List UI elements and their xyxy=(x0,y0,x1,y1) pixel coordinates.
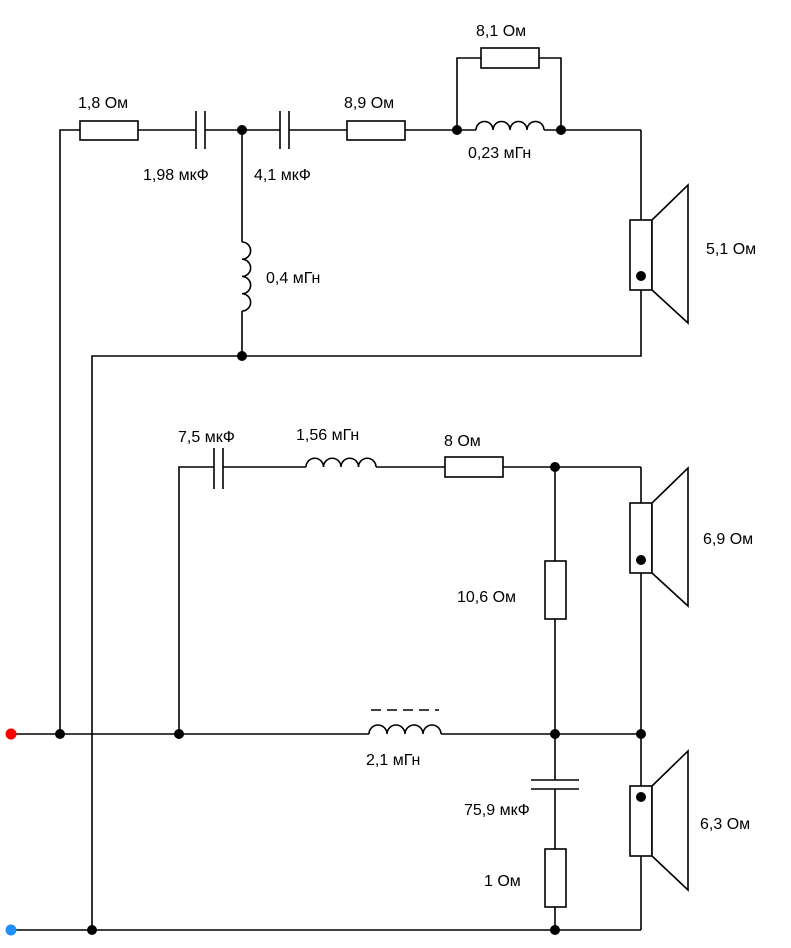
speaker-woofer-icon xyxy=(629,749,689,892)
terminal-positive xyxy=(5,728,17,740)
resistor-8-9-ohm xyxy=(346,120,406,141)
speaker-tweeter-label: 5,1 Ом xyxy=(706,241,756,258)
resistor-1-ohm-label: 1 Ом xyxy=(484,873,521,890)
junction-dot xyxy=(55,729,65,739)
capacitor-1-98-uf-label: 1,98 мкФ xyxy=(143,167,209,184)
terminal-negative xyxy=(5,924,17,936)
inductor-2-1-mh-label: 2,1 мГн xyxy=(366,752,420,769)
resistor-8-ohm-label: 8 Ом xyxy=(444,433,481,450)
inductor-1-56-mh xyxy=(305,457,377,468)
junction-dot xyxy=(237,125,247,135)
inductor-0-23-mh-label: 0,23 мГн xyxy=(468,145,531,162)
junction-dot xyxy=(550,462,560,472)
capacitor-4-1-uf xyxy=(279,111,290,149)
capacitor-1-98-uf xyxy=(195,111,206,149)
wire-tw-parallel xyxy=(456,57,481,130)
junction-dot xyxy=(452,125,462,135)
speaker-midrange-icon xyxy=(629,466,689,608)
speaker-midrange-label: 6,9 Ом xyxy=(703,531,753,548)
junction-dot xyxy=(237,351,247,361)
wire-tw-input xyxy=(59,129,80,734)
capacitor-75-9-uf xyxy=(531,779,579,790)
junction-dot xyxy=(87,925,97,935)
resistor-8-1-ohm-label: 8,1 Ом xyxy=(476,23,526,40)
inductor-0-4-mh xyxy=(241,241,252,312)
resistor-8-ohm xyxy=(444,456,504,478)
junction-dot xyxy=(556,125,566,135)
wire-tw-parallel-2 xyxy=(539,57,562,130)
speaker-woofer-label: 6,3 Ом xyxy=(700,816,750,833)
resistor-10-6-ohm-label: 10,6 Ом xyxy=(457,589,516,606)
resistor-10-6-ohm xyxy=(544,560,567,620)
resistor-8-9-ohm-label: 8,9 Ом xyxy=(344,95,394,112)
resistor-1-ohm xyxy=(544,848,567,908)
resistor-1-8-ohm-label: 1,8 Ом xyxy=(78,95,128,112)
woofer-section: 2,1 мГн 75,9 мкФ 1 Ом 6,3 Ом xyxy=(11,709,750,935)
capacitor-7-5-uf-label: 7,5 мкФ xyxy=(178,429,235,446)
midrange-section: 7,5 мкФ 1,56 мГн 8 Ом 10,6 Ом 6,9 Ом xyxy=(178,427,753,734)
junction-dot xyxy=(174,729,184,739)
junction-dot xyxy=(636,729,646,739)
resistor-1-8-ohm xyxy=(79,120,139,141)
speaker-tweeter-icon xyxy=(629,183,689,325)
wire-tw-return xyxy=(91,290,642,930)
capacitor-4-1-uf-label: 4,1 мкФ xyxy=(254,167,311,184)
inductor-0-23-mh xyxy=(475,120,545,131)
inductor-2-1-mh xyxy=(368,724,442,735)
tweeter-section: 1,8 Ом 1,98 мкФ 4,1 мкФ 8,9 Ом 8,1 Ом 0,… xyxy=(59,23,756,930)
wire-mid-input xyxy=(178,466,214,734)
inductor-1-56-mh-label: 1,56 мГн xyxy=(296,427,359,444)
inductor-0-4-mh-label: 0,4 мГн xyxy=(266,270,320,287)
junction-dot xyxy=(550,925,560,935)
capacitor-75-9-uf-label: 75,9 мкФ xyxy=(464,802,530,819)
capacitor-7-5-uf xyxy=(213,448,224,489)
junction-dot xyxy=(550,729,560,739)
resistor-8-1-ohm xyxy=(480,47,540,69)
